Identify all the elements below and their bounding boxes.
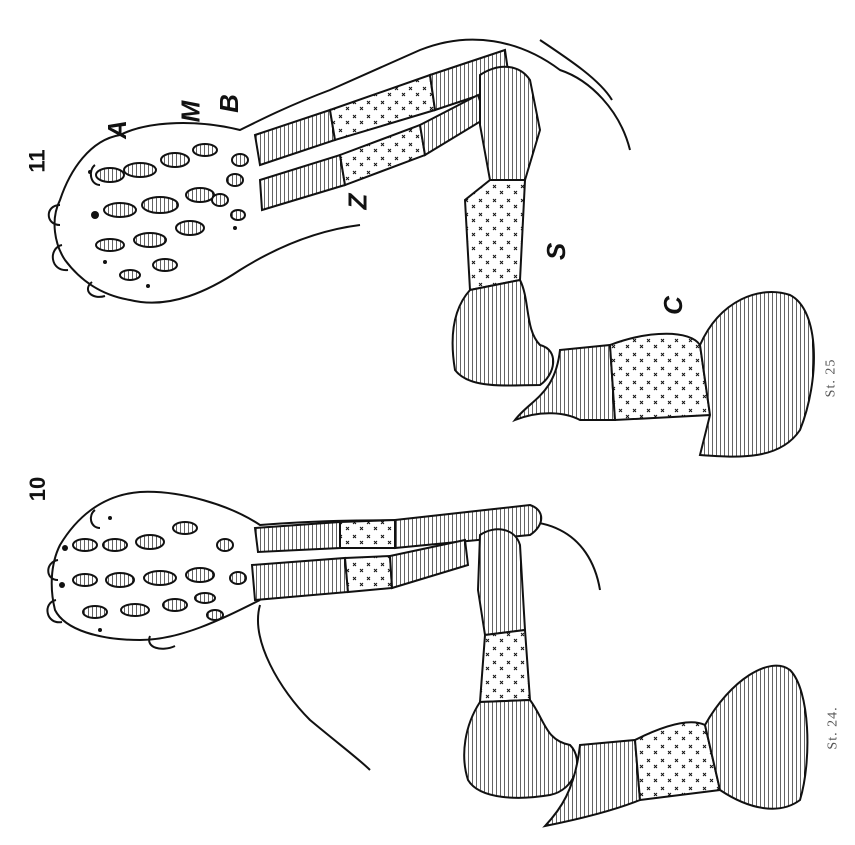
stage-label-st24: St. 24.: [826, 706, 842, 749]
panel-10-lower-line: [258, 605, 370, 770]
panel-10-skeleton: [59, 505, 807, 826]
panel-11-coracoid: [700, 292, 814, 457]
panel-11-humerus: [480, 67, 540, 180]
panel-10-radius: [255, 522, 340, 552]
label-B: B: [214, 94, 245, 113]
label-M: M: [175, 101, 206, 123]
label-C: C: [658, 296, 689, 315]
panel-10-coracoid: [705, 666, 807, 809]
panel-10-humerus: [478, 529, 525, 635]
panel-11-radius: [255, 110, 335, 165]
panel-11-ulna: [260, 155, 345, 210]
panel-11-shoulder-line: [540, 40, 612, 100]
panel-10-ulna: [252, 558, 348, 600]
label-A: A: [102, 120, 133, 139]
figure-number-10: 10: [25, 477, 51, 501]
stage-label-st25: St. 25: [823, 359, 839, 398]
figure-number-11: 11: [25, 149, 51, 172]
label-S: S: [541, 243, 572, 260]
label-Z: Z: [342, 194, 373, 210]
